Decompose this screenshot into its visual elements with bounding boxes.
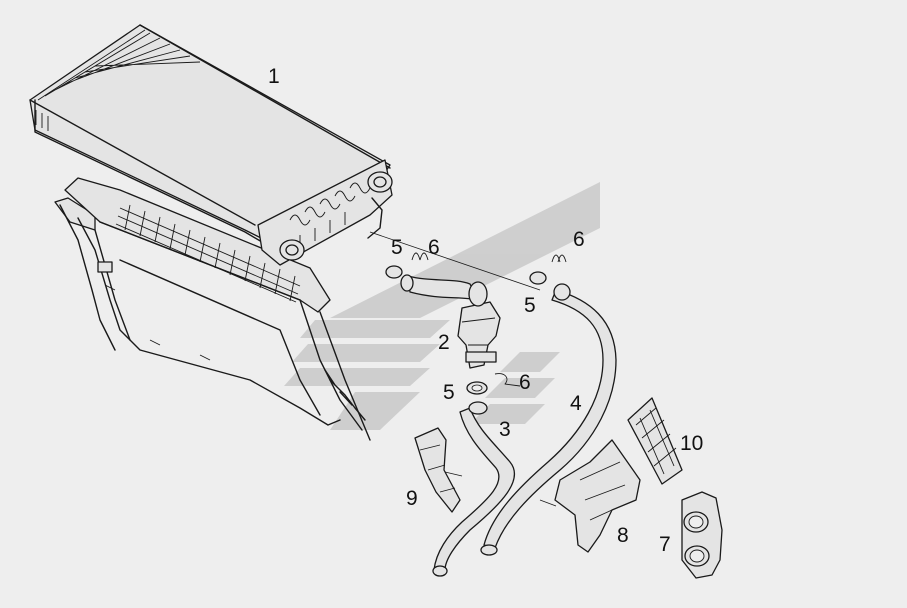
- bracket-8: [554, 439, 641, 553]
- hose-connectors: [385, 252, 617, 577]
- heater-housing: [54, 177, 371, 441]
- callout-3: 3: [499, 418, 511, 441]
- heat-exchanger-core: [29, 24, 393, 266]
- watermark-logo: [284, 182, 600, 430]
- callout-6-lower: 6: [519, 371, 531, 394]
- orings-and-clips: [466, 373, 521, 395]
- callout-5-upper-left: 5: [391, 236, 403, 259]
- filter-10: [627, 397, 683, 485]
- callout-10: 10: [680, 432, 704, 455]
- water-valve: [457, 281, 501, 369]
- housing-7: [681, 491, 723, 579]
- callout-5-right: 5: [524, 294, 536, 317]
- callout-2: 2: [438, 331, 450, 354]
- leader-lines: [369, 231, 557, 507]
- callout-6-upper-left: 6: [428, 236, 440, 259]
- bracket-9: [414, 427, 461, 513]
- callout-9: 9: [406, 487, 418, 510]
- callout-6-upper-right: 6: [573, 228, 585, 251]
- callout-8: 8: [617, 524, 629, 547]
- callout-7: 7: [659, 533, 671, 556]
- callout-4: 4: [570, 392, 582, 415]
- callout-1: 1: [268, 65, 280, 88]
- callout-5-lower: 5: [443, 381, 455, 404]
